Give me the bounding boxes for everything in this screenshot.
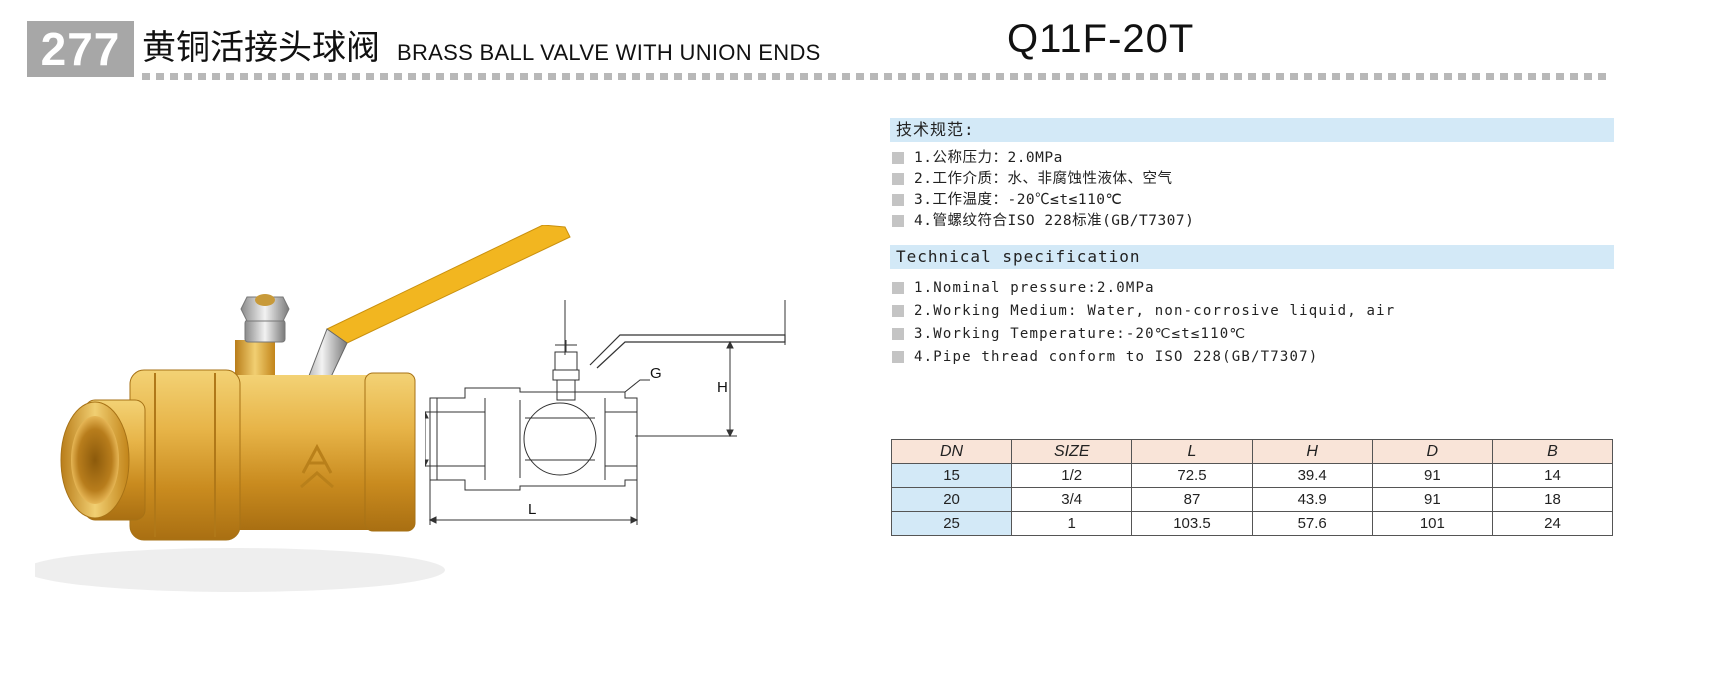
dimension-label-g: G: [650, 365, 662, 382]
table-cell: 101: [1371, 511, 1493, 536]
column-header: DN: [890, 439, 1013, 464]
bullet-square-icon: [892, 305, 904, 317]
table-cell: 103.5: [1131, 511, 1253, 536]
table-cell: 15: [890, 463, 1013, 488]
spec-heading-english: Technical specification: [890, 245, 1614, 269]
catalog-number-badge: 277: [27, 21, 134, 77]
spec-item-text: 2.工作介质：水、非腐蚀性液体、空气: [914, 171, 1173, 187]
product-title-english: BRASS BALL VALVE WITH UNION ENDS: [397, 40, 821, 65]
table-row: 15 1/2 72.5 39.4 91 14: [890, 463, 1614, 488]
column-header: D: [1371, 439, 1493, 464]
list-item: 1.Nominal pressure:2.0MPa: [892, 277, 1395, 300]
table-cell: 20: [890, 487, 1013, 512]
table-cell: 43.9: [1251, 487, 1373, 512]
dimension-label-h: H: [717, 379, 728, 396]
spec-item-text: 4.管螺纹符合ISO 228标准(GB/T7307): [914, 213, 1195, 229]
column-header: H: [1251, 439, 1373, 464]
table-cell: 14: [1491, 463, 1614, 488]
table-row: 20 3/4 87 43.9 91 18: [890, 487, 1614, 512]
spec-item-text: 2.Working Medium: Water, non-corrosive l…: [914, 303, 1396, 319]
list-item: 4.Pipe thread conform to ISO 228(GB/T730…: [892, 346, 1395, 369]
table-cell: 91: [1371, 487, 1493, 512]
table-cell: 1/2: [1011, 463, 1133, 488]
table-row: 25 1 103.5 57.6 101 24: [890, 511, 1614, 536]
table-cell: 57.6: [1251, 511, 1373, 536]
header-dashed-divider: [142, 73, 1612, 80]
spec-heading-chinese: 技术规范:: [890, 118, 1614, 142]
column-header: L: [1131, 439, 1253, 464]
table-cell: 39.4: [1251, 463, 1373, 488]
valve-product-photo: [35, 225, 571, 592]
model-number: Q11F-20T: [1007, 17, 1195, 61]
table-cell: 25: [890, 511, 1013, 536]
bullet-square-icon: [892, 194, 904, 206]
spec-item-text: 1.Nominal pressure:2.0MPa: [914, 280, 1155, 296]
spec-item-text: 3.工作温度：-20℃≤t≤110℃: [914, 192, 1123, 208]
table-cell: 24: [1491, 511, 1614, 536]
column-header: SIZE: [1011, 439, 1133, 464]
table-header-row: DN SIZE L H D B: [890, 439, 1614, 464]
spec-item-text: 4.Pipe thread conform to ISO 228(GB/T730…: [914, 349, 1319, 365]
list-item: 2.工作介质：水、非腐蚀性液体、空气: [892, 169, 1194, 190]
table-cell: 1: [1011, 511, 1133, 536]
table-cell: 87: [1131, 487, 1253, 512]
spec-item-text: 1.公称压力：2.0MPa: [914, 150, 1063, 166]
bullet-square-icon: [892, 152, 904, 164]
table-cell: 91: [1371, 463, 1493, 488]
list-item: 2.Working Medium: Water, non-corrosive l…: [892, 300, 1395, 323]
bullet-square-icon: [892, 351, 904, 363]
spec-item-text: 3.Working Temperature:-20℃≤t≤110℃: [914, 326, 1247, 342]
bullet-square-icon: [892, 282, 904, 294]
bullet-square-icon: [892, 328, 904, 340]
table-cell: 72.5: [1131, 463, 1253, 488]
table-cell: 18: [1491, 487, 1614, 512]
product-title-chinese: 黄铜活接头球阀: [142, 28, 380, 68]
spec-list-english: 1.Nominal pressure:2.0MPa 2.Working Medi…: [892, 277, 1395, 369]
list-item: 3.工作温度：-20℃≤t≤110℃: [892, 190, 1194, 211]
bullet-square-icon: [892, 173, 904, 185]
dimensions-table: DN SIZE L H D B 15 1/2 72.5 39.4 91 14 2…: [890, 439, 1614, 536]
dimension-label-l: L: [528, 501, 536, 518]
valve-technical-drawing: D H G B L: [425, 300, 786, 525]
spec-list-chinese: 1.公称压力：2.0MPa 2.工作介质：水、非腐蚀性液体、空气 3.工作温度：…: [892, 148, 1194, 232]
list-item: 3.Working Temperature:-20℃≤t≤110℃: [892, 323, 1395, 346]
bullet-square-icon: [892, 215, 904, 227]
list-item: 1.公称压力：2.0MPa: [892, 148, 1194, 169]
column-header: B: [1491, 439, 1614, 464]
list-item: 4.管螺纹符合ISO 228标准(GB/T7307): [892, 211, 1194, 232]
table-cell: 3/4: [1011, 487, 1133, 512]
